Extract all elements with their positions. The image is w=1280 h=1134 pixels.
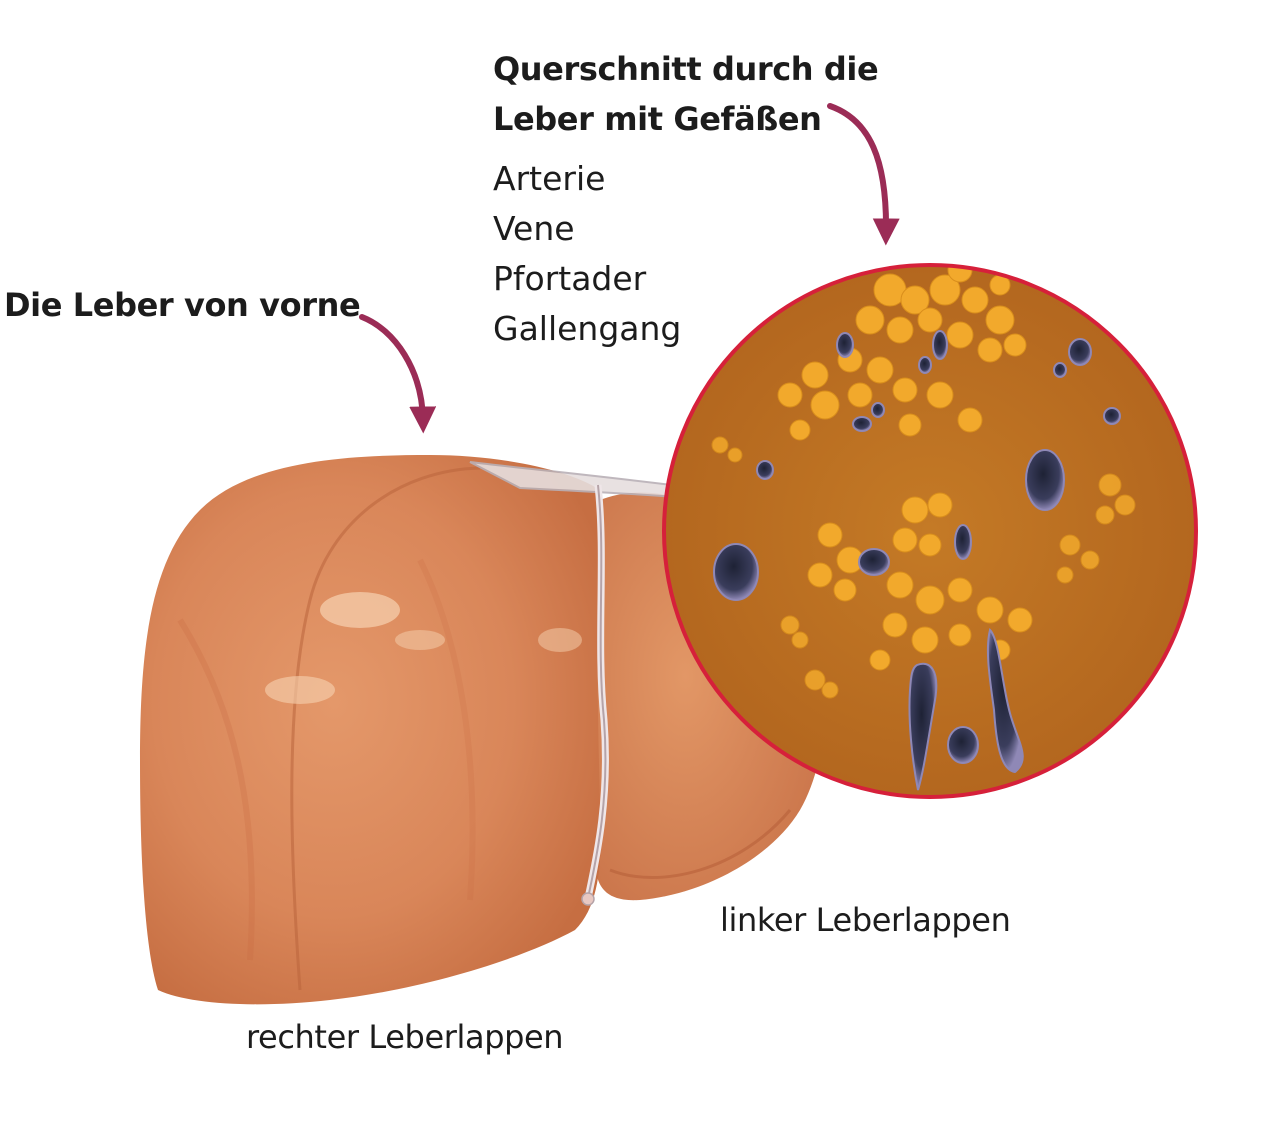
cross-section-title-line2: Leber mit Gefäßen	[493, 100, 822, 138]
cross-section-border	[662, 263, 1198, 799]
cross-section-arrow	[827, 103, 900, 246]
cross-section-title-line1: Querschnitt durch die	[493, 50, 879, 88]
vessel-item-vein: Vene	[493, 209, 575, 248]
vessel-item-artery: Arterie	[493, 159, 606, 198]
vessel-item-portal-vein: Pfortader	[493, 259, 647, 298]
vessel-lumens	[713, 330, 1121, 791]
right-liver-lobe	[140, 455, 601, 1005]
front-view-title: Die Leber von vorne	[4, 286, 361, 324]
right-lobe-label: rechter Leberlappen	[246, 1018, 564, 1056]
left-lobe-label: linker Leberlappen	[720, 901, 1011, 939]
vessel-list: Arterie Vene Pfortader Gallengang	[493, 154, 681, 354]
front-view-arrow	[359, 314, 437, 434]
fat-cell-cluster	[711, 436, 1136, 699]
fat-cell-cluster	[777, 265, 1027, 441]
cross-section-circle	[662, 263, 1198, 799]
vessel-item-bile-duct: Gallengang	[493, 309, 682, 348]
cross-section-title: Querschnitt durch die Leber mit Gefäßen	[493, 44, 879, 144]
